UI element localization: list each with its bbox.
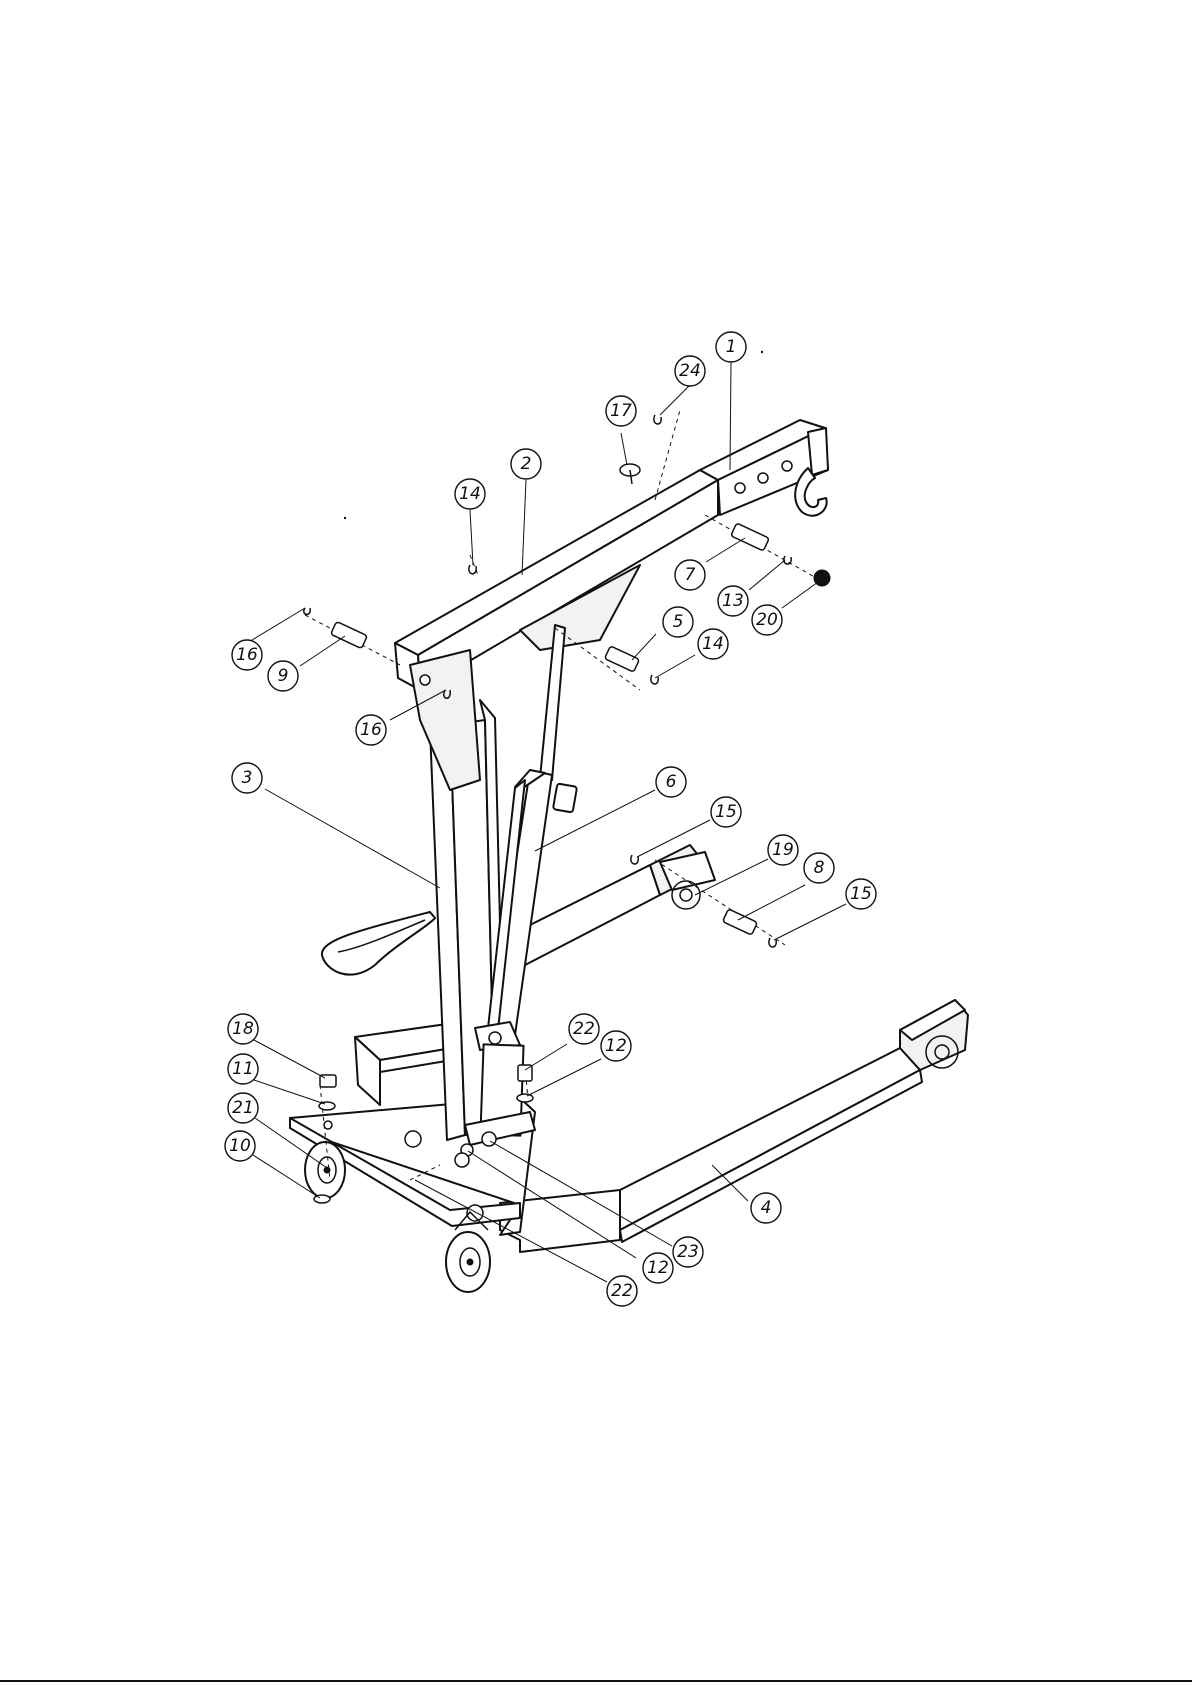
svg-text:16: 16 bbox=[236, 645, 258, 665]
push-handle bbox=[322, 912, 435, 975]
svg-text:17: 17 bbox=[610, 401, 632, 421]
svg-text:7: 7 bbox=[685, 565, 696, 585]
callout-14-upper: 14 bbox=[455, 479, 485, 509]
svg-text:13: 13 bbox=[722, 591, 744, 611]
boom-extension bbox=[700, 420, 828, 516]
svg-text:10: 10 bbox=[229, 1136, 251, 1156]
callout-24: 24 bbox=[675, 356, 705, 386]
callout-19: 19 bbox=[768, 835, 798, 865]
callout-20: 20 bbox=[752, 605, 782, 635]
callout-3: 3 bbox=[232, 763, 262, 793]
svg-text:4: 4 bbox=[761, 1198, 772, 1218]
front-leg bbox=[500, 1000, 968, 1252]
svg-text:8: 8 bbox=[814, 858, 825, 878]
svg-text:21: 21 bbox=[232, 1098, 254, 1118]
svg-text:20: 20 bbox=[756, 610, 778, 630]
callout-15-upper: 15 bbox=[711, 797, 741, 827]
svg-text:5: 5 bbox=[673, 612, 684, 632]
svg-text:22: 22 bbox=[611, 1281, 633, 1301]
callout-12-upper: 12 bbox=[601, 1031, 631, 1061]
svg-text:14: 14 bbox=[459, 484, 481, 504]
callout-10: 10 bbox=[225, 1131, 255, 1161]
svg-text:3: 3 bbox=[242, 768, 253, 788]
callout-16-left: 16 bbox=[232, 640, 262, 670]
callout-1: 1 bbox=[716, 332, 746, 362]
callout-21: 21 bbox=[228, 1093, 258, 1123]
callout-14-lower: 14 bbox=[698, 629, 728, 659]
speck bbox=[344, 517, 346, 519]
callout-23: 23 bbox=[673, 1237, 703, 1267]
callout-8: 8 bbox=[804, 853, 834, 883]
caster-left bbox=[305, 1142, 345, 1198]
svg-text:23: 23 bbox=[677, 1242, 699, 1262]
bottom-rule bbox=[0, 1680, 1192, 1682]
svg-text:9: 9 bbox=[278, 666, 289, 686]
callout-9: 9 bbox=[268, 661, 298, 691]
svg-text:18: 18 bbox=[232, 1019, 254, 1039]
svg-text:1: 1 bbox=[726, 337, 737, 357]
svg-text:15: 15 bbox=[715, 802, 737, 822]
svg-text:22: 22 bbox=[573, 1019, 595, 1039]
svg-text:19: 19 bbox=[772, 840, 794, 860]
svg-text:24: 24 bbox=[679, 361, 701, 381]
callout-18: 18 bbox=[228, 1014, 258, 1044]
svg-text:12: 12 bbox=[605, 1036, 627, 1056]
svg-text:15: 15 bbox=[850, 884, 872, 904]
callout-22-upper: 22 bbox=[569, 1014, 599, 1044]
svg-text:16: 16 bbox=[360, 720, 382, 740]
svg-text:6: 6 bbox=[666, 772, 677, 792]
svg-text:2: 2 bbox=[521, 454, 532, 474]
callout-7: 7 bbox=[675, 560, 705, 590]
svg-text:12: 12 bbox=[647, 1258, 669, 1278]
callout-11: 11 bbox=[228, 1054, 258, 1084]
speck bbox=[761, 351, 763, 353]
callout-4: 4 bbox=[751, 1193, 781, 1223]
callout-2: 2 bbox=[511, 449, 541, 479]
crane-drawing bbox=[290, 410, 968, 1292]
callout-22-lower: 22 bbox=[607, 1276, 637, 1306]
callout-16-plate: 16 bbox=[356, 715, 386, 745]
callout-5: 5 bbox=[663, 607, 693, 637]
callout-6: 6 bbox=[656, 767, 686, 797]
callout-13: 13 bbox=[718, 586, 748, 616]
svg-text:14: 14 bbox=[702, 634, 724, 654]
callout-12-lower: 12 bbox=[643, 1253, 673, 1283]
svg-text:11: 11 bbox=[232, 1059, 254, 1079]
callout-17: 17 bbox=[606, 396, 636, 426]
callout-15-right: 15 bbox=[846, 879, 876, 909]
